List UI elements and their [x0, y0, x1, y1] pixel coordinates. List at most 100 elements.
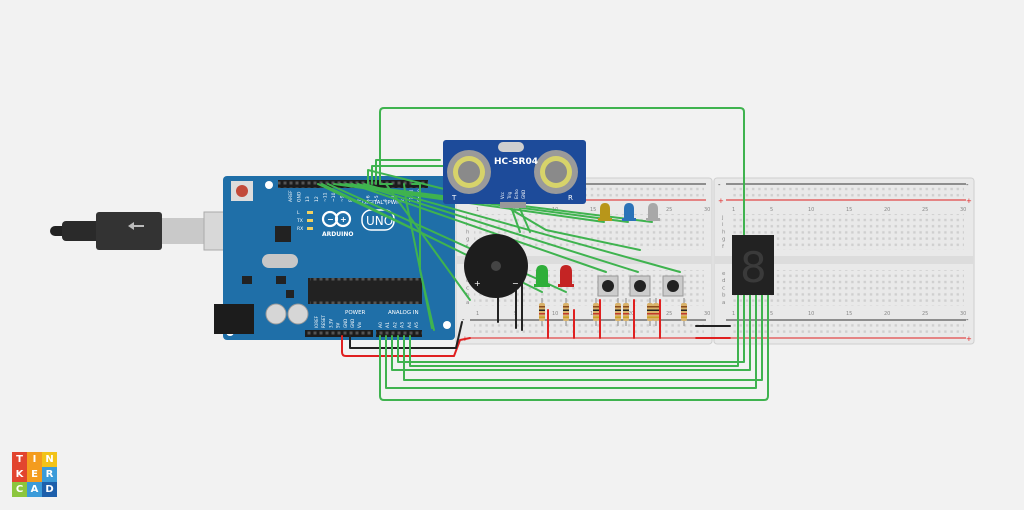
push-button[interactable]: [662, 275, 684, 297]
power-pin-label: GND: [350, 319, 355, 328]
resistor[interactable]: [681, 298, 687, 326]
mount-hole: [265, 181, 273, 189]
wire[interactable]: [367, 169, 449, 191]
resistor[interactable]: [647, 298, 653, 326]
digital-label: DIGITAL (PWM~): [362, 200, 408, 206]
wire[interactable]: [403, 293, 763, 381]
resistor[interactable]: [593, 298, 599, 326]
sensor-pin-label: Trig: [507, 191, 512, 200]
board-led: [307, 211, 313, 214]
row-letter: d: [466, 278, 470, 284]
digital-pin-label: ~10: [331, 192, 337, 202]
sensor-pins: [500, 202, 526, 208]
column-number: 20: [884, 311, 890, 317]
rail-minus-label: -: [462, 316, 465, 324]
column-number: 1: [732, 311, 735, 317]
wire[interactable]: [397, 293, 745, 363]
led-blue[interactable]: [622, 203, 636, 221]
resistor[interactable]: [623, 298, 629, 326]
wire[interactable]: [385, 183, 471, 301]
column-number: 10: [552, 311, 558, 317]
digital-pin-label: ~9: [340, 195, 346, 202]
column-number: 25: [922, 311, 928, 317]
wire[interactable]: [385, 293, 757, 389]
rail-minus-label: -: [966, 181, 969, 189]
wire[interactable]: [509, 203, 521, 233]
wire[interactable]: [357, 183, 639, 273]
digital-pin-label: ~6: [365, 195, 371, 202]
wire[interactable]: [351, 183, 607, 273]
wire[interactable]: [403, 183, 433, 329]
column-number: 20: [628, 311, 634, 317]
capacitor: [287, 303, 309, 325]
analog-pin-label: A3: [400, 322, 406, 328]
analog-pin-label: A0: [378, 322, 384, 328]
led-green[interactable]: [534, 265, 550, 287]
column-number: 30: [704, 311, 710, 317]
led-red[interactable]: [558, 265, 574, 287]
sensor-name: HC-SR04: [494, 157, 538, 167]
logo-letter: R: [42, 467, 57, 482]
push-button[interactable]: [597, 275, 619, 297]
resistor[interactable]: [539, 298, 545, 326]
sensor-side-t: T: [451, 194, 457, 202]
usb-icon: [128, 222, 144, 230]
power-jack[interactable]: [214, 304, 254, 334]
power-pin-label: Vin: [357, 321, 362, 328]
push-button[interactable]: [629, 275, 651, 297]
seven-segment-display[interactable]: 8: [732, 235, 774, 295]
row-letter: a: [466, 300, 469, 306]
row-letter: f: [722, 244, 725, 250]
wire[interactable]: [379, 107, 745, 251]
row-letter: e: [722, 271, 726, 277]
logo-letter: E: [27, 467, 42, 482]
resistor[interactable]: [653, 298, 659, 326]
column-number: 10: [808, 311, 814, 317]
wire[interactable]: [501, 203, 641, 251]
column-number: 30: [960, 311, 966, 317]
column-number: 25: [666, 311, 672, 317]
wire-5v[interactable]: [341, 335, 471, 357]
led-white[interactable]: [646, 203, 660, 221]
row-letter: g: [722, 237, 726, 243]
logo-letter: C: [12, 482, 27, 497]
atmega-chip: [308, 278, 422, 304]
board-led-label: TX: [296, 218, 303, 224]
resistor[interactable]: [563, 298, 569, 326]
wire[interactable]: [371, 165, 447, 185]
mount-hole: [443, 321, 451, 329]
power-pin-label: 3.3V: [328, 319, 333, 328]
leds[interactable]: [534, 203, 660, 287]
wire[interactable]: [379, 293, 769, 401]
board-led: [307, 227, 313, 230]
logo-letter: I: [27, 452, 42, 467]
digital-pin-label: ~5: [374, 195, 380, 202]
resistor[interactable]: [615, 298, 621, 326]
digital-pin-label: AREF: [288, 190, 294, 202]
wire[interactable]: [409, 293, 739, 367]
piezo-buzzer[interactable]: + −: [464, 234, 528, 298]
row-letter: a: [722, 300, 725, 306]
reset-button-cap[interactable]: [236, 185, 248, 197]
rail-plus-label: +: [966, 197, 972, 205]
wire[interactable]: [375, 159, 441, 185]
push-buttons[interactable]: [597, 275, 684, 297]
row-letter: b: [722, 293, 726, 299]
analog-pin-label: A1: [385, 322, 391, 328]
wire[interactable]: [363, 183, 681, 273]
column-number: 15: [590, 207, 596, 213]
logo-letter: T: [12, 452, 27, 467]
wire[interactable]: [391, 293, 751, 371]
column-number: 25: [922, 207, 928, 213]
svg-text:+: +: [340, 215, 347, 224]
led-yellow[interactable]: [598, 203, 612, 221]
wire[interactable]: [517, 203, 531, 233]
resistors[interactable]: [539, 298, 687, 326]
